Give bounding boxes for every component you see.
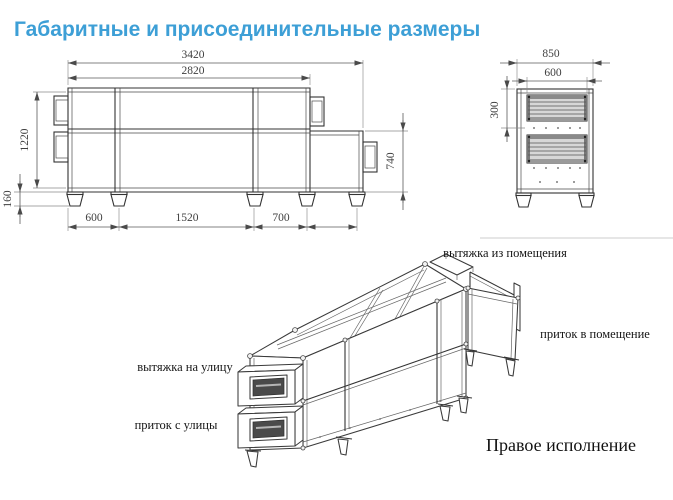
front-right-port-top	[309, 96, 325, 127]
front-left-port-top	[53, 95, 69, 126]
front-view-feet	[66, 191, 366, 207]
label-exhaust-to-street: вытяжка на улицу	[137, 360, 233, 374]
dim-1520-value: 1520	[176, 212, 199, 224]
side-rivet-dots	[533, 127, 581, 183]
dim-850-value: 850	[542, 48, 560, 60]
dim-bottom-row: 600 1520 700	[67, 208, 358, 231]
front-view-drawing: 3420 2820 1220 160	[2, 49, 408, 231]
dim-3420: 3420	[67, 49, 364, 128]
dim-600-value: 600	[85, 212, 103, 224]
dim-700-value: 700	[272, 212, 290, 224]
dim-1220: 1220	[19, 91, 66, 189]
iso-exhaust-collar	[429, 253, 474, 280]
dim-300-value: 300	[489, 101, 501, 119]
dim-600-side-value: 600	[544, 67, 562, 79]
dim-2820-value: 2820	[182, 65, 205, 77]
dim-300: 300	[489, 76, 525, 142]
front-left-port-bottom	[53, 131, 69, 163]
label-supply-to-room: приток в помещение	[540, 327, 650, 341]
iso-port-exhaust-street	[237, 363, 304, 407]
iso-feet	[244, 348, 520, 468]
iso-extension	[467, 271, 521, 361]
dim-850: 850	[500, 48, 610, 86]
side-grille-top	[526, 94, 588, 122]
dim-1220-value: 1220	[19, 128, 31, 151]
side-view-feet	[515, 192, 595, 208]
dim-160-value: 160	[2, 190, 14, 208]
iso-port-supply-street	[237, 405, 304, 449]
front-right-port-extension	[362, 141, 378, 173]
side-view-drawing: 850 600 300	[489, 48, 610, 208]
label-exhaust-from-room: вытяжка из помещения	[443, 246, 567, 260]
side-grille-bottom	[526, 134, 588, 164]
dim-600-side: 600	[512, 67, 602, 93]
dim-740-value: 740	[385, 152, 397, 170]
page-title: Габаритные и присоединительные размеры	[14, 18, 481, 42]
dim-2820: 2820	[68, 65, 311, 85]
dim-160: 160	[2, 174, 70, 224]
dim-3420-value: 3420	[182, 49, 205, 61]
dim-740: 740	[365, 113, 408, 210]
isometric-drawing: вытяжка из помещения приток в помещение …	[135, 237, 673, 468]
label-supply-from-street: приток с улицы	[135, 418, 218, 432]
label-orientation: Правое исполнение	[486, 435, 636, 455]
